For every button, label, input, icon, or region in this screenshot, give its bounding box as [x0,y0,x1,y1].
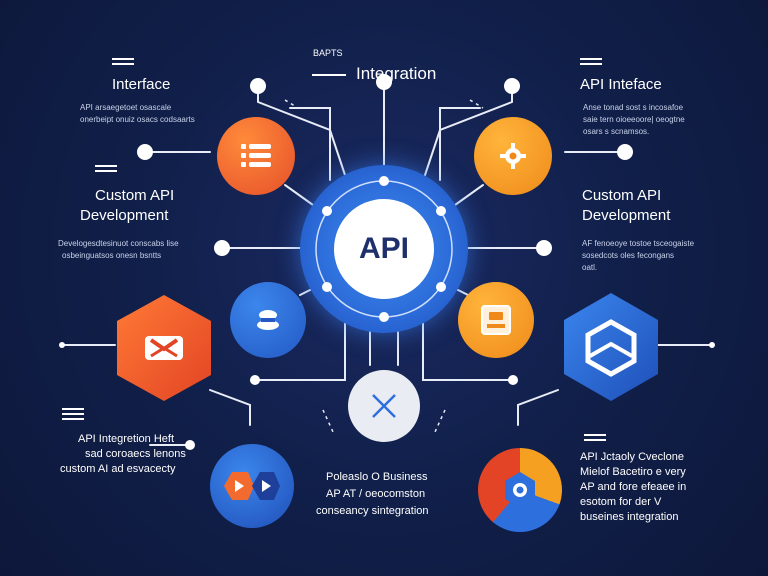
right-block1-desc-2: saie tern oioeeoore| oeogtne [583,115,685,124]
left-block2-desc-1: Develogesdtesinuot conscabs lise [58,239,179,248]
left-block1-desc-1: API arsaegetoet osascale [80,103,172,112]
right-block1-title: API Inteface [580,76,662,93]
gear-node[interactable] [474,117,552,195]
right-block3-line-3: AP and fore efeaee in [580,481,687,493]
right-block3-line-1: API Jctaoly Cveclone [580,451,684,463]
share-icon [117,295,211,401]
header-kicker: BAPTS [313,48,343,58]
left-block3-line-1: API Integretion Heft [78,433,174,445]
bottom-line-1: Poleaslo O Business [326,471,428,483]
cube-node[interactable] [560,290,662,404]
header-title: Integration [356,64,437,83]
right-block3-line-4: esotom for der V [580,496,662,508]
hub-core: API [334,199,434,299]
right-block3-line-2: Mielof Bacetiro e very [580,466,686,478]
share-node[interactable] [113,292,215,404]
left-block2-desc-2: osbeinguatsos onesn bsntts [62,251,162,260]
gear-icon [500,143,526,169]
right-block1-desc-1: Anse tonad sost s incosafoe [583,103,684,112]
right-block2-desc-1: AF fenoeoye tostoe tsceogaiste [582,239,695,248]
play-icon [224,472,280,500]
bottom-line-3: conseancy sintegration [316,505,429,517]
link-node[interactable] [230,282,306,358]
right-block2-desc-3: oatl. [582,263,598,272]
window-node[interactable] [458,282,534,358]
pie-icon [505,472,535,508]
menu-icon [580,58,602,68]
window-icon [481,305,511,335]
left-block1-title: Interface [112,76,171,93]
left-block2-title-1: Custom API [95,187,175,204]
list-icon [241,144,271,167]
left-block3-line-2: sad coroaecs lenons [85,448,186,460]
right-block2-title-2: Development [582,207,671,224]
right-block2-desc-2: sosedcots oles fecongans [582,251,675,260]
menu-icon [112,58,134,68]
left-block1-desc-2: onerbeipt onuiz osacs codsaarts [80,115,195,124]
api-hub[interactable]: API [300,165,468,333]
left-block2-title-2: Development [80,207,169,224]
right-block2-title-1: Custom API [582,187,662,204]
media-node[interactable] [210,444,294,528]
right-block1-desc-3: osars s scnamsos. [583,127,650,136]
hub-ring [315,176,453,322]
header-rule [312,74,346,76]
bottom-line-2: AP AT / oeocomston [326,488,426,500]
menu-icon [62,408,84,423]
cube-icon [564,293,658,401]
left-block3-line-3: custom AI ad esvacecty [60,463,176,475]
pie-node[interactable] [478,448,562,532]
list-node[interactable] [217,117,295,195]
right-block3-line-5: buseines integration [580,511,679,523]
menu-icon [584,434,606,444]
link-icon [257,310,279,330]
menu-icon [95,165,117,175]
close-icon [372,394,396,418]
hub-label: API [358,232,409,265]
close-node[interactable] [348,370,420,442]
